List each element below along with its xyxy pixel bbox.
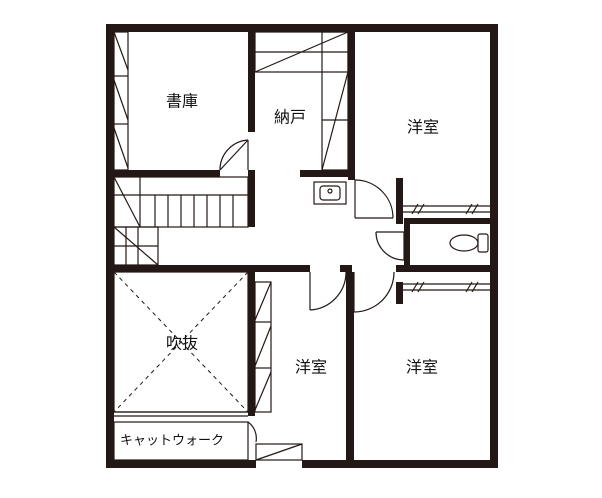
void-area — [113, 271, 249, 417]
lower-room-doors — [309, 271, 395, 313]
label-void: 吹抜 — [166, 334, 198, 353]
label-storage: 納戸 — [274, 108, 306, 127]
staircase — [113, 176, 249, 266]
storage-shelves — [254, 31, 349, 171]
hall-door-western-room — [354, 179, 394, 219]
catwalk-area — [113, 421, 303, 461]
library-door — [219, 139, 249, 171]
library-shelves — [113, 31, 129, 171]
outer-walls — [106, 24, 498, 468]
label-catwalk: キャットウォーク — [120, 434, 224, 449]
interior-walls — [114, 32, 498, 468]
toilet-door — [375, 231, 405, 261]
label-western-room-top: 洋室 — [407, 118, 439, 137]
label-western-room-right: 洋室 — [406, 358, 438, 377]
label-library: 書庫 — [166, 92, 198, 111]
wash-basin — [313, 181, 347, 205]
lower-room-closet — [403, 281, 490, 293]
label-western-room-mid: 洋室 — [295, 358, 327, 377]
upper-room-closet — [403, 203, 490, 215]
mid-room-shelves — [254, 281, 272, 413]
toilet-fixture — [449, 233, 489, 253]
